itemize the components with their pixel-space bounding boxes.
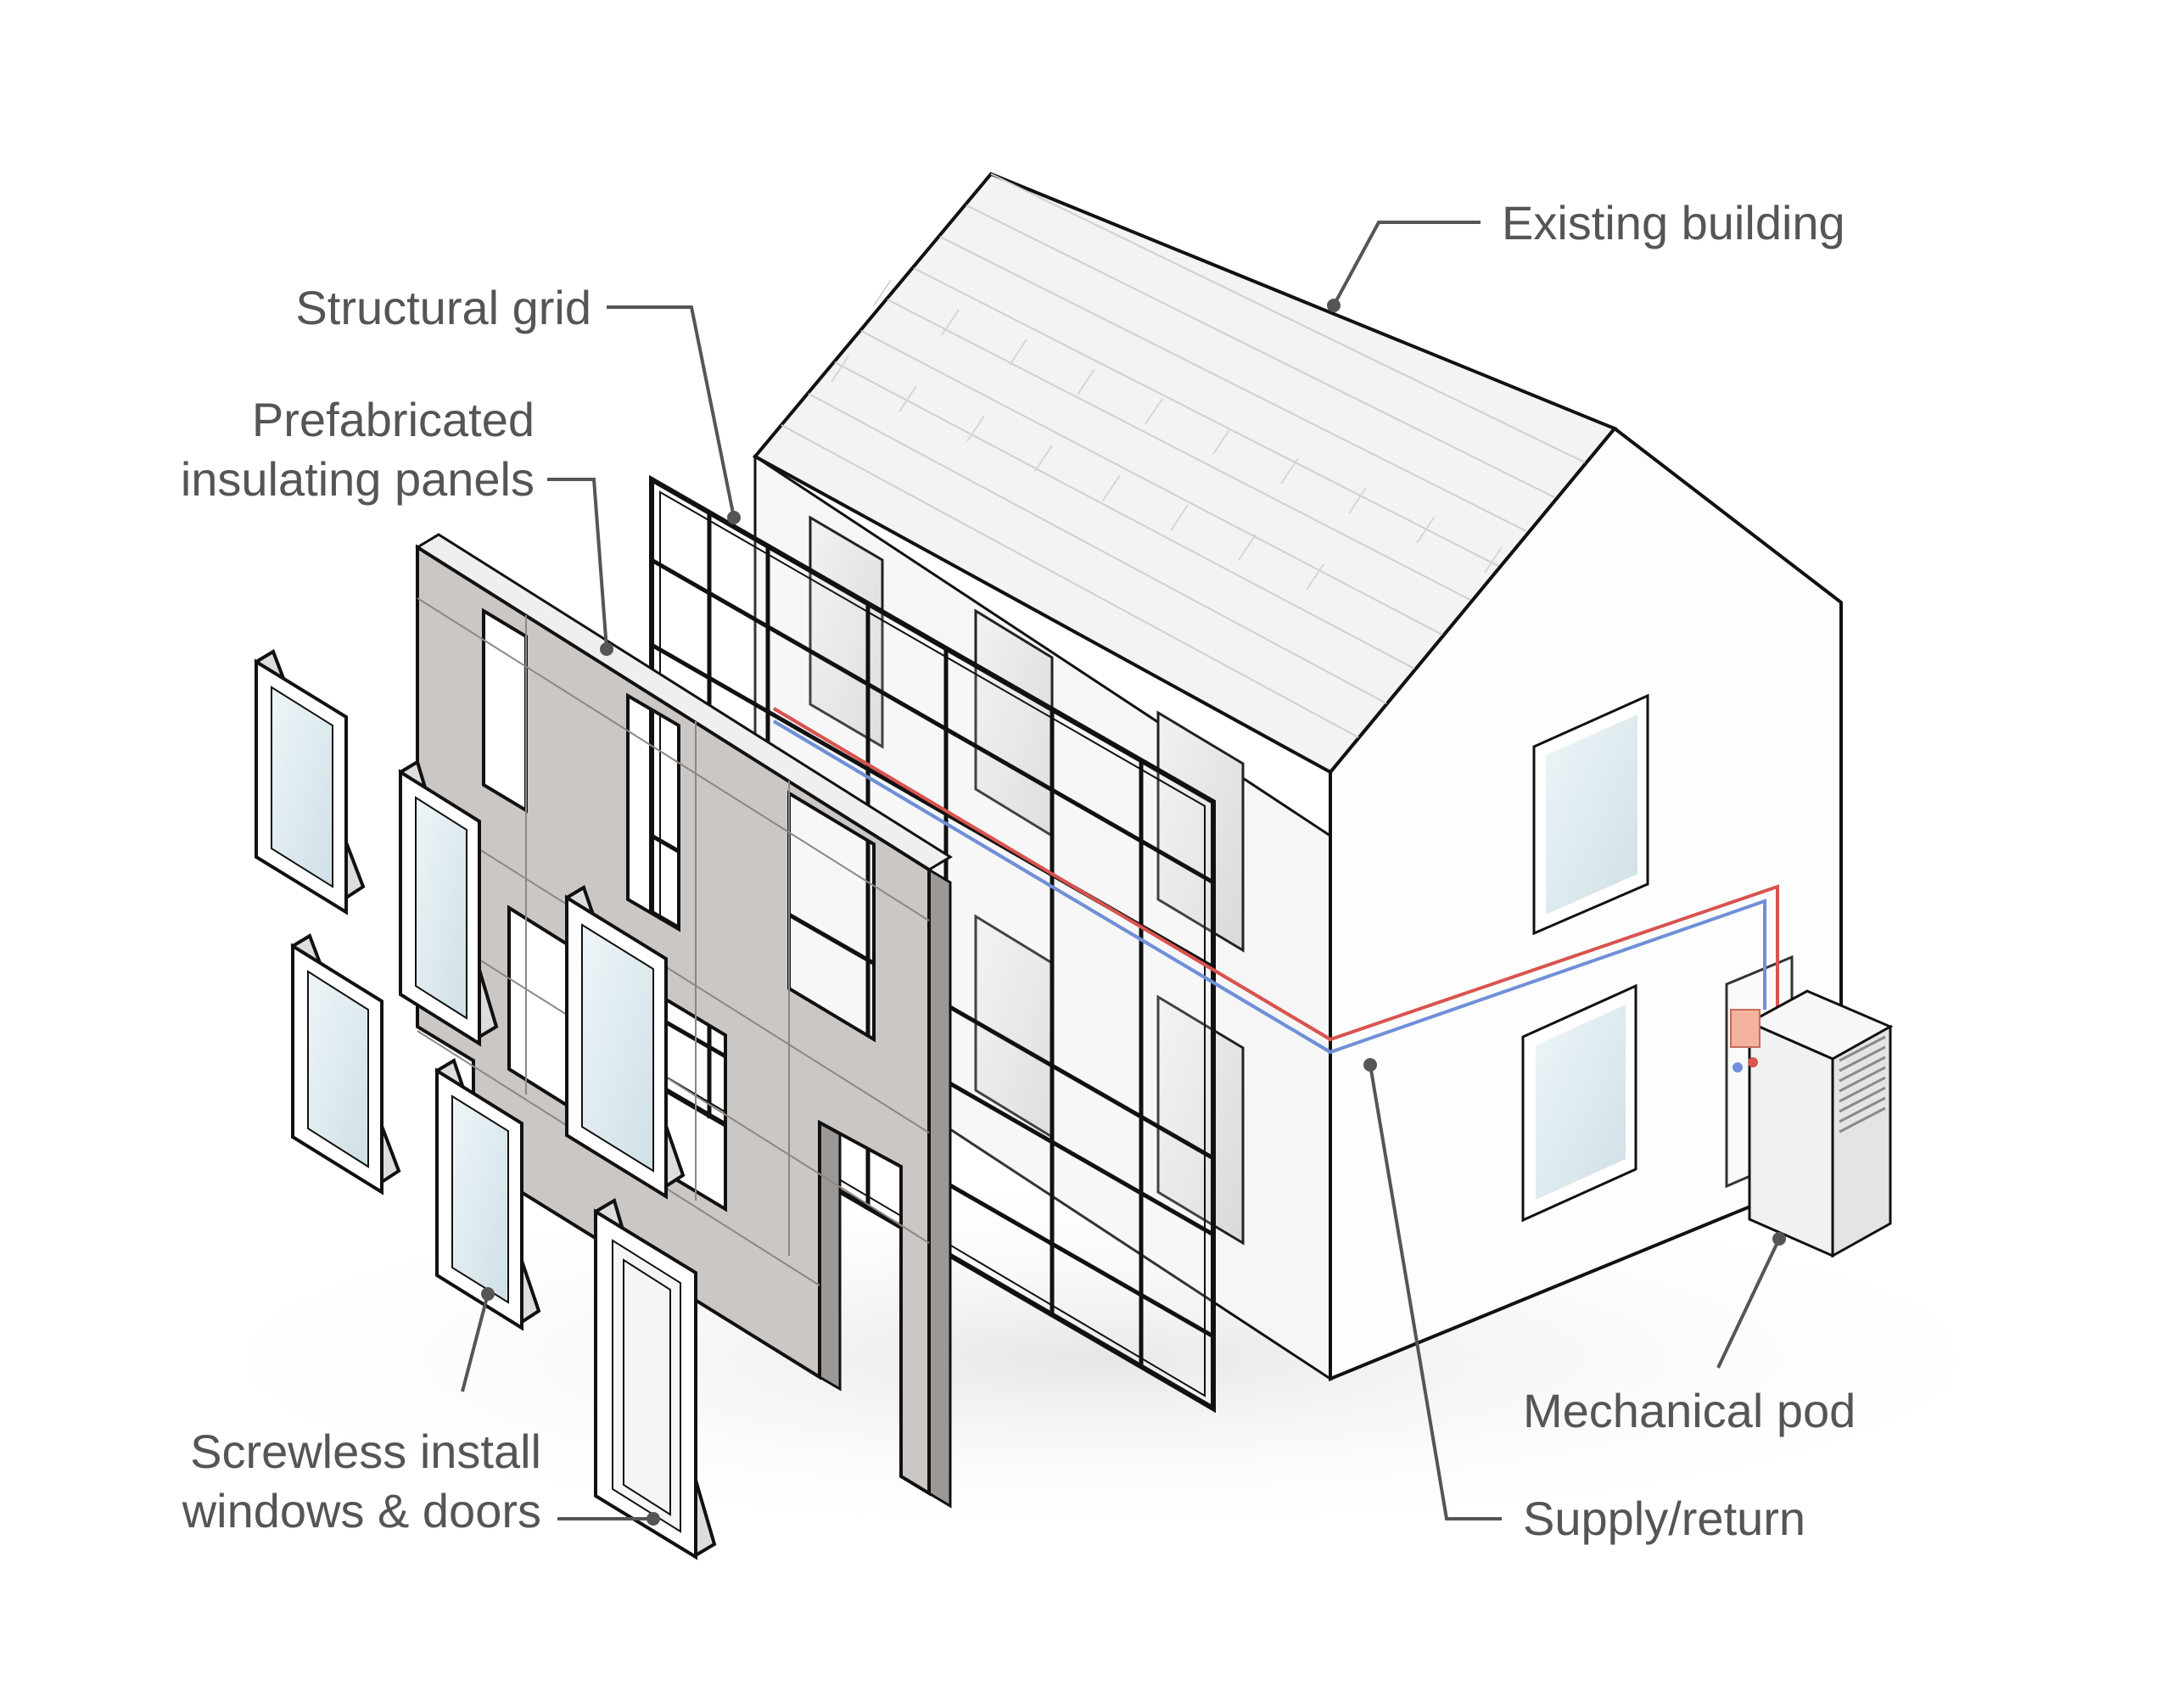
window-a	[254, 649, 366, 916]
label-existing-building: Existing building	[1502, 196, 1845, 249]
window-b	[290, 933, 401, 1196]
label-prefab-line2: insulating panels	[180, 452, 535, 506]
leader-existing-building	[1332, 221, 1481, 306]
window-d	[564, 885, 686, 1200]
label-structural-grid: Structural grid	[295, 281, 591, 334]
label-mechanical-pod: Mechanical pod	[1523, 1384, 1856, 1437]
label-supply-return: Supply/return	[1523, 1492, 1806, 1545]
leader-structural-grid	[607, 305, 736, 518]
window-e	[434, 1058, 541, 1331]
label-screwless: Screwless install windows & doors	[182, 1422, 541, 1541]
windows-and-doors	[254, 649, 717, 1560]
leader-supply-return	[1369, 1064, 1502, 1520]
leader-lines	[461, 221, 1786, 1526]
existing-building	[752, 171, 1843, 1381]
prefab-insulating-panels	[415, 533, 953, 1509]
door	[593, 1197, 717, 1560]
label-screwless-line1: Screwless install	[190, 1425, 541, 1478]
gable-window-upper	[1532, 693, 1649, 936]
leader-screwless-2	[461, 1293, 490, 1392]
gable-window-lower	[1521, 983, 1637, 1223]
mechanical-pod	[1730, 989, 1894, 1258]
label-screwless-line2: windows & doors	[182, 1484, 541, 1537]
leader-mechanical-pod	[1716, 1238, 1781, 1369]
label-prefab-line1: Prefabricated	[251, 393, 535, 446]
leader-prefab-panels	[547, 478, 608, 650]
label-prefab-panels: Prefabricated insulating panels	[181, 390, 535, 509]
window-c	[398, 759, 499, 1047]
